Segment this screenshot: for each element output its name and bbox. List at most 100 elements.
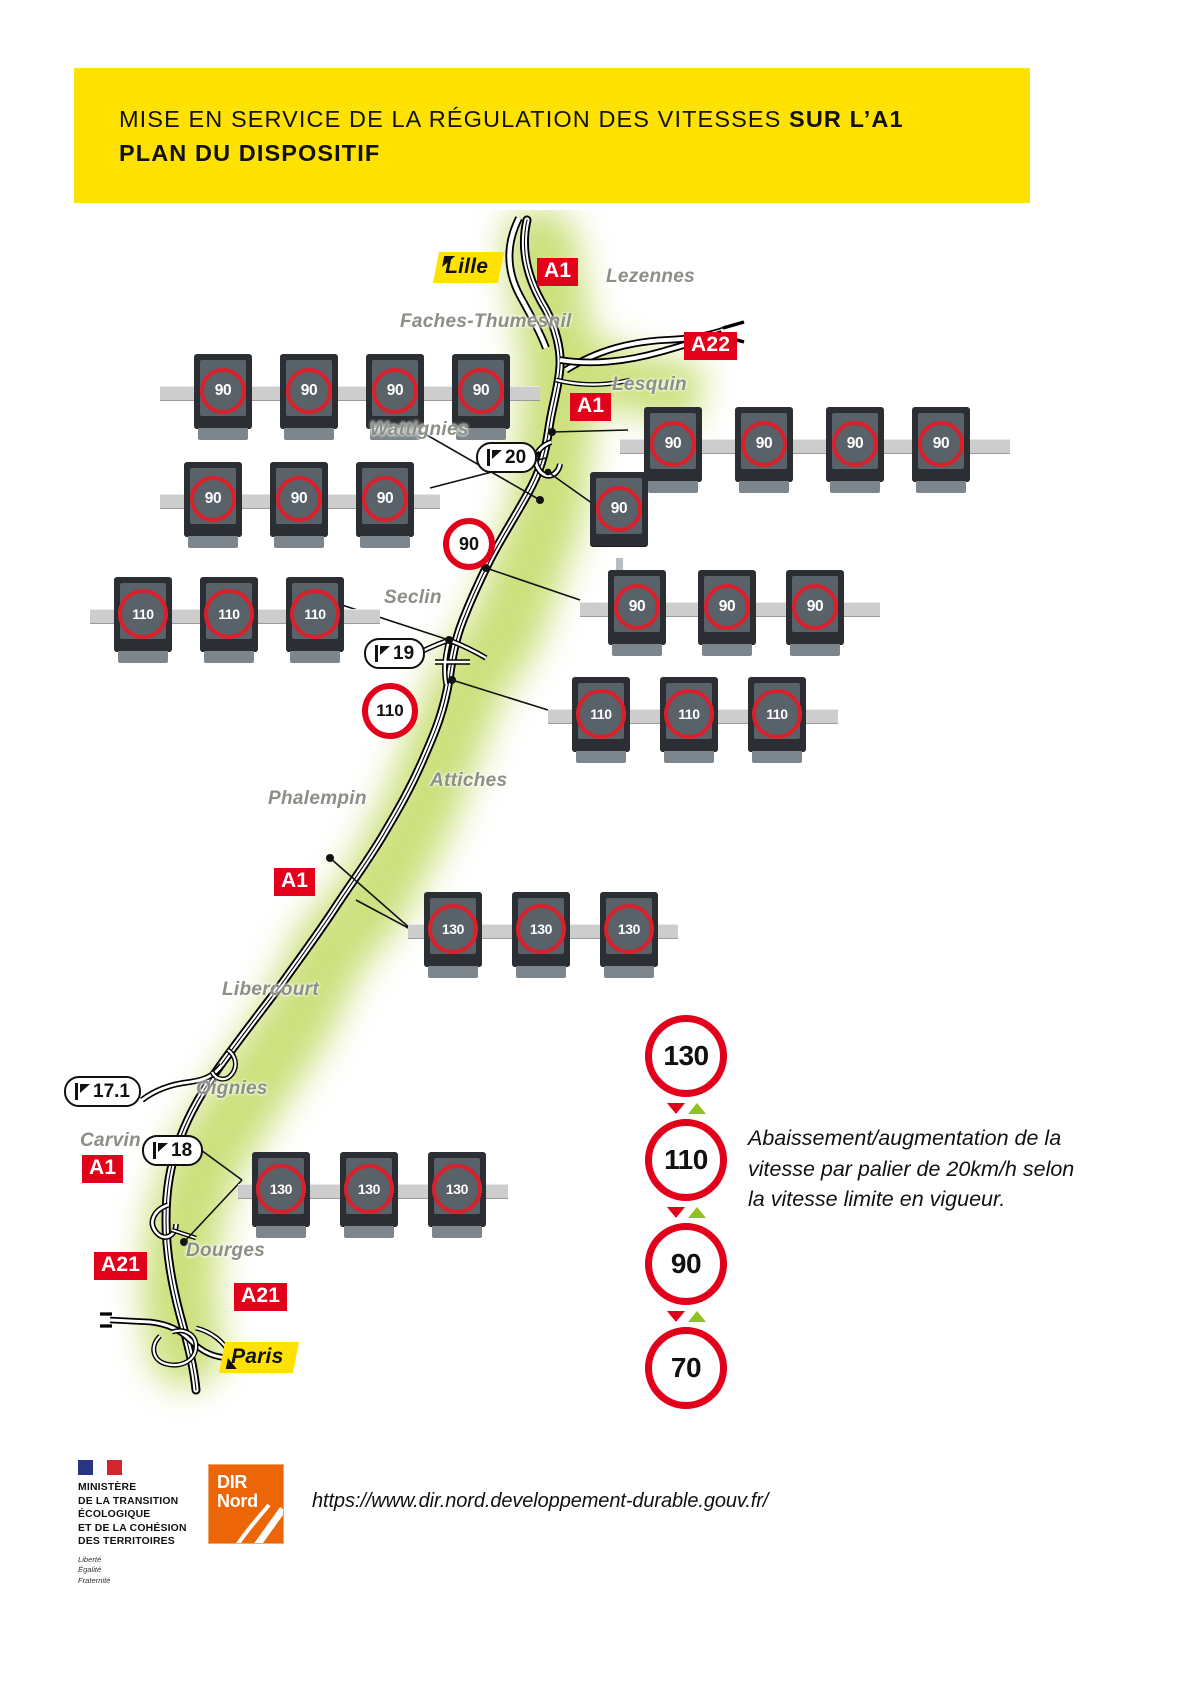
website-url[interactable]: https://www.dir.nord.developpement-durab… [312,1490,769,1512]
legend-speed-value: 130 [663,1040,709,1071]
speed-panel: 90 [786,570,844,656]
legend-speed-value: 70 [670,1352,702,1383]
speed-value: 90 [286,368,332,414]
french-flag-icon [78,1460,123,1475]
legend-description: Abaissement/augmentation de la vitesse p… [748,1126,1075,1212]
speed-panel: 130 [512,892,570,978]
speed-value: 90 [276,476,322,522]
speed-panel: 90 [608,570,666,656]
speed-value: 90 [362,476,408,522]
arrow-down-icon [666,1102,685,1114]
speed-value: 110 [118,589,168,639]
speed-panel: 110 [200,577,258,663]
panel-foot [916,481,966,493]
speed-panel: 90 [452,354,510,440]
legend-step-arrows [636,1305,736,1327]
corridor-glow [141,210,705,1387]
ministry-line-4: ET DE LA COHÉSION [78,1522,187,1534]
road-shield-a21-west: A21 [94,1252,148,1280]
interchange-19 [408,637,488,685]
speed-panel: 90 [698,570,756,656]
place-dourges: Dourges [186,1240,266,1261]
roundel-a1-90: 90 [443,518,495,570]
motto-line-3: Fraternité [78,1576,111,1586]
title-line-1: MISE EN SERVICE DE LA RÉGULATION DES VIT… [119,104,1020,135]
speed-panel: 90 [644,407,702,493]
place-phalempin: Phalempin [268,788,367,809]
speed-panel: 90 [270,462,328,548]
ministry-logo: MINISTÈRE DE LA TRANSITION ÉCOLOGIQUE ET… [78,1460,288,1587]
speed-value: 90 [458,368,504,414]
speed-value: 130 [428,904,478,954]
speed-value: 110 [752,689,802,739]
map-canvas: 90 90 90 90 90 [0,210,1200,1430]
ministry-line-2: DE LA TRANSITION [78,1495,179,1507]
panel-foot [284,428,334,440]
panel-foot [256,1226,306,1238]
motto-line-1: Liberté [78,1554,102,1564]
place-libercourt: Libercourt [222,979,319,1000]
city-tag-label: Lille [445,255,489,278]
place-wattignies: Wattignies [370,419,469,440]
panel-foot [204,651,254,663]
arrow-down-icon [666,1206,685,1218]
gantry-dourges: 130 130 130 [238,1140,538,1240]
place-carvin: Carvin [80,1130,141,1151]
legend-roundel-110: 110 [645,1119,727,1201]
interchange-17-1 [149,1202,197,1241]
dir-nord-road-icon [236,1503,283,1543]
speed-panel: 90 [912,407,970,493]
roundel-value: 110 [376,701,404,720]
speed-panel: 90 [356,462,414,548]
speed-panel: 130 [252,1152,310,1238]
panel-foot [344,1226,394,1238]
panel-foot [664,751,714,763]
dir-nord-line-2: Nord [217,1491,258,1511]
panel-foot [428,966,478,978]
speed-panel: 110 [114,577,172,663]
speed-value: 90 [596,486,642,532]
speed-panel: 130 [424,892,482,978]
panel-foot [604,966,654,978]
exit-arrow-icon [487,449,503,466]
speed-value: 90 [650,421,696,467]
arrow-up-icon [687,1206,706,1218]
panel-foot [702,644,752,656]
place-seclin: Seclin [384,587,442,608]
speed-value: 110 [576,689,626,739]
road-shield-a1-phalempin: A1 [274,868,316,896]
a1-motorway [161,215,565,1395]
post-sign-lesquin: 90 [590,472,660,602]
speed-value: 110 [204,589,254,639]
footer: MINISTÈRE DE LA TRANSITION ÉCOLOGIQUE ET… [0,1440,1200,1697]
speed-panel: 90 [184,462,242,548]
map-roads-svg [100,210,745,1395]
panel-foot [274,536,324,548]
panel-foot [830,481,880,493]
leader-lines [183,391,629,1243]
panel-foot [118,651,168,663]
speed-panel: 130 [600,892,658,978]
ministry-line-5: DES TERRITOIRES [78,1536,175,1548]
speed-value: 90 [792,584,838,630]
speed-panel: 130 [428,1152,486,1238]
place-attiches: Attiches [430,770,508,791]
gantry-faches-thumesnil: 90 90 90 90 [160,342,550,442]
speed-panel: 90 [735,407,793,493]
flag-blue [78,1460,93,1475]
legend-step-arrows [636,1097,736,1119]
exit-number: 20 [505,446,527,468]
speed-value: 90 [372,368,418,414]
place-oignies: Oignies [196,1078,268,1099]
place-lesquin: Lesquin [612,374,687,395]
exit-arrow-icon [75,1083,91,1100]
gantry-seclin: 110 110 110 [90,565,410,665]
roundel-value: 90 [458,533,480,554]
panel-foot [432,1226,482,1238]
ministry-line-3: ÉCOLOGIQUE [78,1509,151,1521]
title-banner: MISE EN SERVICE DE LA RÉGULATION DES VIT… [74,68,1030,203]
legend: 130 110 90 70 Abaissem [620,1015,1090,1409]
city-tag-lille: Lille [432,252,505,283]
exit-arrow-icon [375,645,391,662]
exit-number: 19 [393,642,415,664]
